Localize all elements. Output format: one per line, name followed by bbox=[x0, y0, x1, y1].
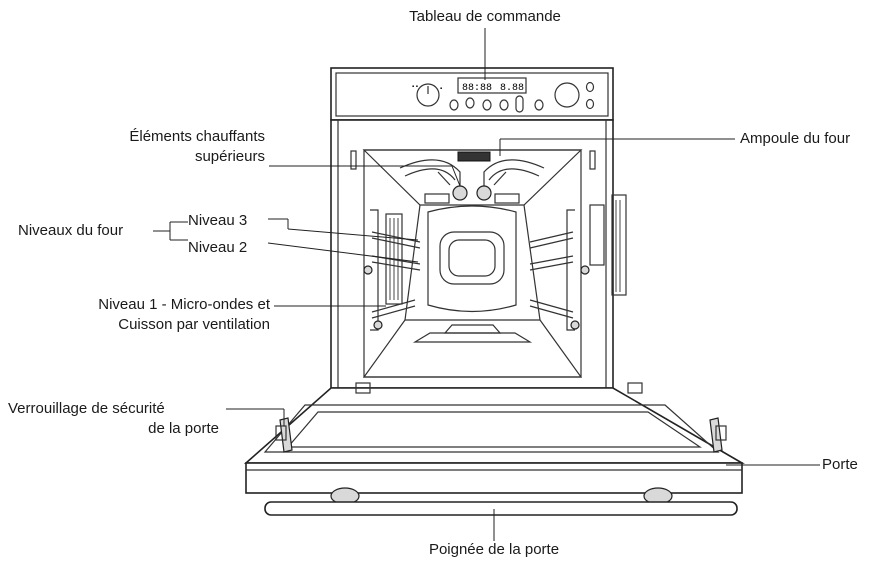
label-control-panel: Tableau de commande bbox=[409, 8, 561, 25]
function-knob bbox=[416, 83, 440, 107]
control-panel bbox=[330, 67, 614, 121]
right-side-rails bbox=[529, 194, 627, 331]
label-top-heating-line1: Éléments chauffants bbox=[129, 128, 265, 145]
display-digits-right: 8.88 bbox=[500, 83, 524, 94]
door-hinges bbox=[275, 382, 727, 453]
label-level-1-line1: Niveau 1 - Micro-ondes et bbox=[98, 296, 270, 313]
door-glass bbox=[286, 411, 702, 448]
top-heating-elements bbox=[399, 159, 545, 204]
panel-buttons bbox=[449, 95, 544, 113]
label-door-lock-line2: de la porte bbox=[148, 420, 219, 437]
label-oven-levels: Niveaux du four bbox=[18, 222, 124, 239]
door-handle bbox=[264, 501, 738, 516]
oven-door bbox=[243, 387, 745, 505]
label-level-3: Niveau 3 bbox=[188, 212, 248, 229]
lcd-display bbox=[457, 77, 527, 94]
oven-lamp bbox=[457, 151, 491, 162]
leader-lines bbox=[153, 28, 820, 541]
label-door-handle: Poignée de la porte bbox=[428, 541, 560, 558]
label-top-heating-line2: supérieurs bbox=[194, 148, 265, 165]
label-door: Porte bbox=[822, 456, 858, 473]
label-level-2: Niveau 2 bbox=[188, 239, 248, 256]
svg-text:▪: ▪ bbox=[440, 86, 442, 92]
back-wall bbox=[427, 205, 517, 313]
temperature-knob bbox=[554, 82, 580, 108]
label-level-1-line2: Cuisson par ventilation bbox=[118, 316, 270, 333]
svg-text:▪ ▪: ▪ ▪ bbox=[412, 84, 418, 90]
fan-cover bbox=[448, 239, 496, 277]
label-oven-lamp: Ampoule du four bbox=[740, 130, 851, 147]
label-door-lock-line1: Verrouillage de sécurité bbox=[8, 400, 165, 417]
display-digits-left: 88:88 bbox=[462, 83, 492, 94]
